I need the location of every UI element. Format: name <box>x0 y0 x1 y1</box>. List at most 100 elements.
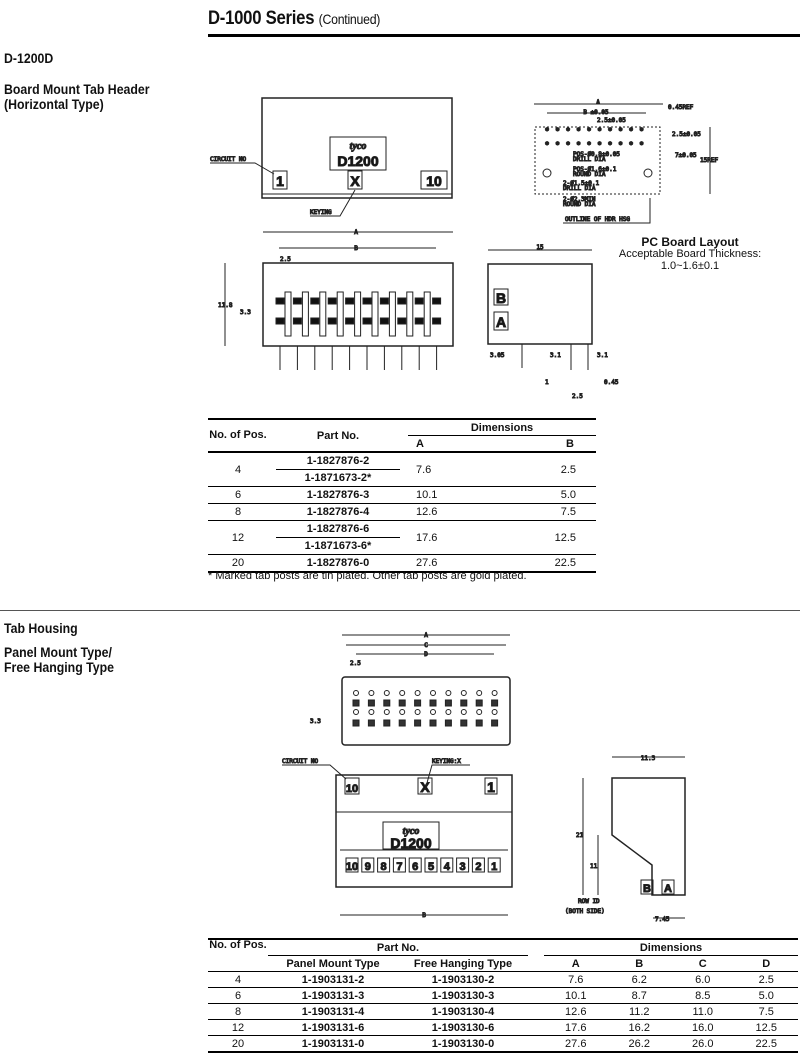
circuit-number: 10 <box>346 861 358 873</box>
svg-text:ROUND DIA: ROUND DIA <box>563 201 596 208</box>
svg-text:10: 10 <box>426 173 442 189</box>
housing-side-view: 11.3 21 11 B A ROW ID (BOTH SIDE) 7.45 <box>565 755 686 924</box>
pcb-layout-caption: PC Board Layout Acceptable Board Thickne… <box>610 236 770 272</box>
pcb-hole: ✱ <box>607 126 612 133</box>
pcb-hole: ✱ <box>586 126 591 133</box>
contact-slot <box>460 719 468 727</box>
separator-rib <box>284 291 292 337</box>
svg-text:A: A <box>354 229 358 236</box>
pcb-hole: ✱ <box>576 126 581 133</box>
page-title: D-1000 Series (Continued) <box>208 8 380 30</box>
svg-text:3.3: 3.3 <box>310 718 321 725</box>
svg-text:DRILL DIA: DRILL DIA <box>573 156 606 163</box>
contact-bottom <box>327 317 337 325</box>
contact-bottom <box>362 317 372 325</box>
panel-mount-part: 1-1903131-3 <box>301 989 365 1002</box>
circuit-number: 3 <box>460 861 466 873</box>
svg-text:B: B <box>643 883 651 895</box>
circuit-number-box <box>408 857 422 873</box>
panel-mount-part: 1-1903131-6 <box>301 1021 365 1034</box>
svg-text:0.45: 0.45 <box>604 379 619 386</box>
dim-a: 7.6 <box>416 463 432 476</box>
svg-text:15REF: 15REF <box>700 157 718 164</box>
positions: 12 <box>231 1021 245 1034</box>
contact-top <box>399 690 406 696</box>
dim-c: 8.5 <box>695 989 711 1002</box>
part-number: 1-1827876-4 <box>306 506 370 518</box>
svg-text:B ±0.05: B ±0.05 <box>583 109 609 116</box>
pcb-hole: ✱ <box>576 140 581 147</box>
free-hanging-part: 1-1903130-3 <box>431 989 495 1002</box>
pcb-hole: ✱ <box>544 126 549 133</box>
part-number: 1-1827876-3 <box>306 489 370 501</box>
svg-text:3.05: 3.05 <box>490 352 505 359</box>
contact-top <box>460 690 467 696</box>
contact-slot <box>475 699 483 707</box>
svg-text:11.8: 11.8 <box>218 302 233 309</box>
svg-text:POS-Ø1.6±0.1: POS-Ø1.6±0.1 <box>573 166 617 173</box>
circuit-number: 4 <box>444 861 451 873</box>
dim-b: 6.2 <box>631 973 647 986</box>
dim-b: 11.2 <box>628 1005 650 1018</box>
svg-text:D: D <box>424 651 428 658</box>
header-front-view: A B 2.5 11.8 3.3 <box>218 229 454 370</box>
svg-text:2.5: 2.5 <box>280 256 291 263</box>
contact-slot <box>367 719 375 727</box>
housing-parts-table: No. of Pos. Part No. Dimensions Panel Mo… <box>208 938 798 1053</box>
contact-bottom <box>379 317 389 325</box>
contact-slot <box>383 719 391 727</box>
panel-mount-part: 1-1903131-2 <box>301 973 365 986</box>
pcb-hole: ✱ <box>639 140 644 147</box>
contact-slot <box>398 699 406 707</box>
separator-rib <box>371 291 379 337</box>
contact-slot <box>352 699 360 707</box>
panel-mount-part: 1-1903131-4 <box>301 1005 365 1018</box>
contact-top <box>353 690 359 696</box>
contact-bottom <box>399 709 406 715</box>
housing-top-view: A C D 2.5 3.3 <box>310 632 511 746</box>
pcb-hole: ✱ <box>639 126 644 133</box>
svg-text:A: A <box>664 883 672 895</box>
svg-text:POS-Ø0.8±0.05: POS-Ø0.8±0.05 <box>573 151 620 158</box>
svg-text:tyco: tyco <box>350 141 367 152</box>
contact-bottom <box>491 709 498 715</box>
free-hanging-part: 1-1903130-6 <box>431 1021 495 1034</box>
contact-slot <box>352 719 360 727</box>
circuit-number: 6 <box>412 861 418 873</box>
circuit-number: 7 <box>396 861 402 873</box>
svg-text:C: C <box>424 642 428 649</box>
contact-slot <box>429 699 437 707</box>
circuit-number: 8 <box>381 861 387 873</box>
svg-text:B: B <box>354 245 358 252</box>
pcb-layout-title: PC Board Layout <box>641 235 739 249</box>
contact-slot <box>491 699 499 707</box>
contact-top <box>491 690 498 696</box>
free-hanging-part: 1-1903130-4 <box>431 1005 495 1018</box>
dim-a: 10.1 <box>565 989 587 1002</box>
svg-text:ROUND DIA: ROUND DIA <box>573 171 606 178</box>
circuit-number-box <box>361 857 375 873</box>
separator-rib <box>354 291 362 337</box>
svg-text:A: A <box>596 99 600 106</box>
contact-top <box>445 690 452 696</box>
svg-text:D1200: D1200 <box>390 835 431 851</box>
svg-text:2.5±0.05: 2.5±0.05 <box>672 131 701 138</box>
free-hanging-part: 1-1903130-2 <box>431 973 495 986</box>
svg-text:DRILL DIA: DRILL DIA <box>563 185 596 192</box>
contact-top <box>476 690 483 696</box>
positions: 6 <box>234 989 242 1002</box>
panel-mount-part: 1-1903131-0 <box>301 1037 365 1050</box>
series-subtitle: (Continued) <box>318 11 381 27</box>
contact-bottom <box>414 709 421 715</box>
svg-text:tyco: tyco <box>403 826 420 837</box>
section2-name: Tab Housing <box>4 620 78 636</box>
contact-slot <box>491 719 499 727</box>
dim-a: 12.6 <box>565 1005 587 1018</box>
header-rule <box>208 34 800 37</box>
svg-text:1: 1 <box>545 379 549 386</box>
